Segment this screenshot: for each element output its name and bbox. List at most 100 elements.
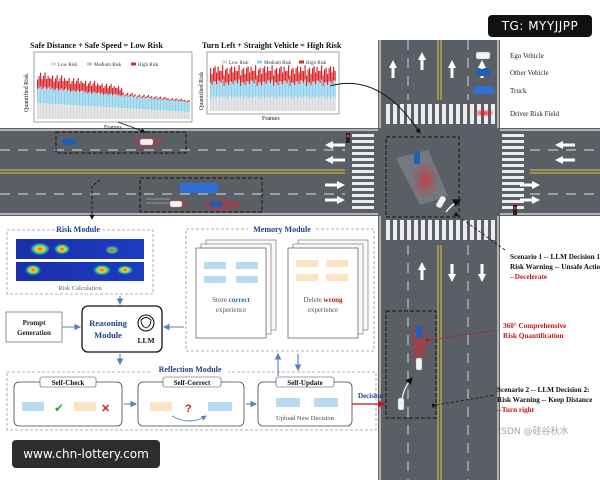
crosswalk-stripe [421,220,425,240]
risk-bar-segment [149,98,151,110]
risk-bar-segment [243,82,245,99]
risk-bar-segment [265,97,267,111]
risk-bar-segment [187,101,189,112]
risk-bar-segment [253,71,255,84]
risk-bar-segment [315,72,317,85]
risk-bar-segment [131,92,133,96]
risk-bar-segment [113,94,115,108]
risk-bar-segment [228,97,230,111]
risk-bar-segment [107,88,109,95]
risk-bar-segment [119,107,121,119]
risk-bar-segment [146,97,148,110]
risk-bar-segment [38,87,40,104]
risk-bar-segment [100,93,102,107]
risk-bar-segment [235,98,237,111]
crosswalk-stripe [502,158,524,161]
scenario-1-line1: Scenario 1 -- LLM Decision 1: [510,253,600,261]
risk-bar-segment [139,96,141,109]
risk-bar-segment [37,103,39,119]
risk-bar-segment [185,111,187,119]
risk-bar-segment [252,98,254,111]
risk-bar-segment [58,90,60,105]
risk-bar-segment [244,73,246,85]
risk-bar-segment [128,95,130,97]
risk-bar-segment [95,93,97,107]
risk-bar-segment [80,105,82,119]
risk-bar-segment [259,67,261,83]
risk-bar-segment [298,97,300,111]
risk-bar-segment [155,98,157,110]
risk-bar-segment [241,82,243,97]
risk-bar-segment [211,85,213,98]
risk-bar-segment [232,72,234,85]
risk-bar-segment [95,85,97,94]
risk-bar-segment [130,96,132,109]
risk-bar-segment [55,78,57,90]
risk-bar-segment [125,108,127,119]
risk-bar-segment [140,97,142,110]
other-vehicle-icon [416,326,422,338]
risk-bar-segment [184,111,186,119]
risk-bar-segment [270,96,272,111]
risk-bar-segment [327,85,329,98]
risk-bar-segment [225,82,227,97]
crosswalk-stripe [470,104,474,124]
risk-bar-segment [247,66,249,82]
flow-arrows [62,296,302,408]
crosswalk-stripe [428,220,432,240]
risk-bar-segment [178,111,180,119]
risk-bar-segment [74,105,76,119]
risk-bar-segment [249,97,251,111]
risk-bar-segment [89,106,91,119]
risk-bar-segment [330,98,332,111]
crosswalk-stripe [502,182,524,185]
risk-bar-segment [106,107,108,119]
risk-bar-segment [321,65,323,80]
risk-bar-segment [307,82,309,97]
crosswalk-stripe [352,146,374,149]
risk-bar-segment [98,106,100,119]
risk-bar-segment [188,100,190,102]
risk-bar-segment [137,97,139,109]
risk-bar-segment [139,94,141,97]
risk-bar-segment [279,68,281,82]
risk-bar-segment [214,66,216,82]
risk-bar-segment [100,85,102,94]
legend-other-icon [476,69,490,76]
risk-bar-segment [223,75,225,86]
crosswalk-stripe [442,220,446,240]
crosswalk-stripe [463,104,467,124]
risk-bar-segment [179,100,181,112]
risk-bar-segment [185,101,187,103]
crosswalk-stripe [502,188,524,191]
reasoning-module: Reasoning Module LLM [81,305,163,353]
risk-bar-segment [328,96,330,111]
chart-2-legend-low: Low Risk [229,61,249,66]
risk-bar-segment [118,94,120,108]
risk-bar-segment [109,107,111,119]
crosswalk-stripe [502,194,524,197]
risk-bar-segment [217,66,219,81]
risk-bar-segment [112,95,114,108]
risk-bar-segment [325,82,327,99]
risk-bar-segment [301,80,303,99]
risk-bar-segment [122,108,124,119]
risk-bar-segment [86,93,88,106]
risk-bar-segment [83,83,85,93]
risk-bar-segment [40,86,42,104]
crosswalk-stripe [352,152,374,155]
conflict-mark: ✕ [423,177,430,186]
risk-bar-segment [289,75,291,86]
risk-bar-segment [116,95,118,108]
chart-1-legend-medium: Medium Risk [94,63,122,68]
risk-bar-segment [319,71,321,84]
risk-bar-segment [176,98,178,101]
risk-bar-segment [91,106,93,119]
risk-bar-segment [74,83,76,93]
risk-bar-segment [98,91,100,107]
risk-bar-segment [316,66,318,81]
crosswalk-stripe [502,170,524,173]
risk-bar-segment [228,85,230,98]
risk-bar-segment [121,88,123,96]
risk-bar-segment [310,85,312,98]
